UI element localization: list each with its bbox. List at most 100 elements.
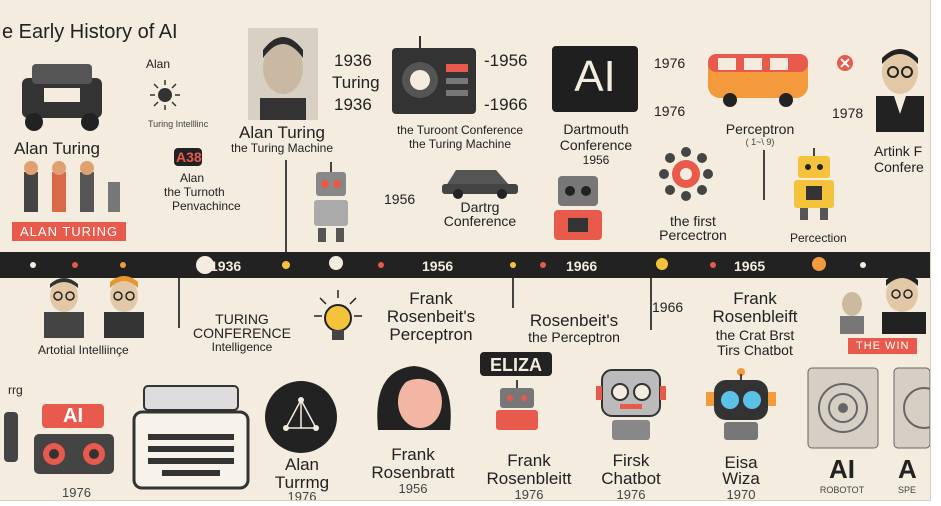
timeline-node bbox=[326, 253, 346, 273]
conference-line1: the Turoont Conference bbox=[396, 123, 524, 137]
year-1978: 1978 bbox=[832, 105, 864, 121]
connector bbox=[650, 278, 652, 330]
first-percection-1: the first bbox=[670, 213, 716, 229]
eisa-1: Eisa bbox=[724, 453, 758, 472]
alan-small: Alan bbox=[146, 57, 171, 71]
right-portrait bbox=[840, 273, 926, 334]
year-1936-a: 1936 bbox=[334, 51, 372, 70]
timeline-dot bbox=[72, 262, 78, 268]
timeline-connector bbox=[285, 160, 287, 252]
frank-rosenbleitt-1: Frank bbox=[507, 451, 551, 470]
timeline-dot bbox=[540, 262, 546, 268]
frank-rosenbleitt-2: Rosenbleitt bbox=[486, 469, 572, 488]
rosenbeit-year: 1966 bbox=[652, 299, 684, 315]
circuit-panel-icon-2 bbox=[893, 367, 930, 449]
connector-right bbox=[763, 150, 765, 200]
ai-right-sub: ROBOTOT bbox=[819, 485, 865, 495]
alan-turrmg-2: Turrmg bbox=[274, 473, 330, 492]
frank-rosenbleift-1: Frank bbox=[733, 289, 777, 308]
alan-turing-portrait bbox=[248, 28, 318, 120]
turing-conf-line1: TURING bbox=[215, 311, 269, 327]
ai-left-badge: AI bbox=[63, 405, 83, 427]
timeline-dot bbox=[510, 262, 516, 268]
timeline-bar bbox=[0, 252, 930, 278]
small-robot-icon bbox=[496, 380, 538, 430]
conference-small: Conference bbox=[443, 213, 517, 229]
turing-conf-line3: Intelligence bbox=[211, 340, 273, 354]
ai-right: AI bbox=[829, 454, 855, 484]
alan-turrmg-year: 1976 bbox=[287, 489, 317, 501]
a-right: A bbox=[898, 454, 917, 484]
eisa-2: Wiza bbox=[722, 469, 760, 488]
camera-device-icon bbox=[34, 434, 114, 474]
typewriter-icon bbox=[132, 385, 250, 490]
conference-line2: the Turing Machine bbox=[408, 137, 512, 151]
radio-computer-icon bbox=[392, 36, 476, 114]
frank-rosenbratt-year: 1956 bbox=[398, 481, 428, 496]
year-1976-top2: 1976 bbox=[654, 103, 686, 119]
left-edge-block bbox=[4, 412, 18, 462]
year-1936-b: 1936 bbox=[334, 95, 372, 114]
frank-perceptron-3: Perceptron bbox=[389, 325, 473, 344]
timeline-node bbox=[196, 256, 214, 274]
frank-perceptron-2: Rosenbeit's bbox=[386, 307, 476, 326]
chatbot-robot-icon bbox=[596, 369, 666, 440]
two-scientists-portrait bbox=[44, 276, 144, 338]
artotial-label: Artotial Intelliinçe bbox=[38, 343, 129, 357]
firsk-year: 1976 bbox=[616, 487, 646, 501]
the-win-banner: THE WIN bbox=[848, 338, 918, 354]
rosenbeit-line2: the Perceptron bbox=[528, 329, 620, 345]
firsk-1: Firsk bbox=[612, 451, 650, 470]
ai-badge-bg bbox=[552, 46, 638, 112]
robot-tv-icon bbox=[554, 176, 602, 240]
artink-line1: Artink F bbox=[874, 143, 923, 159]
alan-turoth-line2: the Turnoth bbox=[164, 185, 225, 199]
rosenbeit-line1: Rosenbeit's bbox=[529, 311, 619, 330]
woman-portrait bbox=[377, 366, 451, 430]
eisa-year: 1970 bbox=[726, 487, 756, 501]
robot-icon bbox=[314, 162, 348, 242]
eliza-badge: ELIZA bbox=[490, 355, 542, 375]
timeline-dot bbox=[710, 262, 716, 268]
firsk-2: Chatbot bbox=[601, 469, 661, 488]
timeline-year-1936: 1936 bbox=[210, 258, 242, 274]
car-icon bbox=[442, 170, 518, 199]
timeline-node bbox=[812, 257, 826, 271]
ai-left-bg bbox=[42, 404, 104, 428]
alan-turrmg-1: Alan bbox=[284, 455, 320, 474]
man-glasses-portrait bbox=[876, 49, 924, 132]
history-poster: e Early History of AI Alan Turing ALAN T… bbox=[0, 0, 931, 501]
year-1956-small: 1956 bbox=[384, 191, 416, 207]
frank-rosenbleitt-year: 1976 bbox=[514, 487, 544, 501]
lightbulb-icon bbox=[314, 290, 362, 340]
turing-conf-line2: CONFERENCE bbox=[192, 325, 291, 341]
timeline-dot bbox=[860, 262, 866, 268]
dartmouth-year: 1956 bbox=[582, 153, 610, 167]
turing-word: Turing bbox=[332, 73, 380, 92]
timeline-dot bbox=[120, 262, 126, 268]
frank-rosenbratt-1: Frank bbox=[391, 445, 435, 464]
a-right-sub: SPE bbox=[898, 485, 917, 495]
year-1966-dash: -1966 bbox=[484, 95, 528, 114]
frank-perceptron-1: Frank bbox=[409, 289, 453, 308]
alan-turing-banner: ALAN TURING bbox=[12, 222, 127, 241]
alan-turoth-line1: Alan bbox=[180, 171, 205, 185]
dartrg-label: Dartrg bbox=[460, 199, 500, 215]
perceptron-sub: ( 1~\ 9) bbox=[745, 137, 775, 147]
perceptron-top: Perceptron bbox=[725, 121, 795, 137]
frank-rosenbleift-4: Tirs Chatbot bbox=[717, 342, 793, 358]
year-1956-dash: -1956 bbox=[484, 51, 528, 70]
poster-title: e Early History of AI bbox=[2, 21, 178, 43]
alan-turoth-line3: Penvachince bbox=[172, 199, 241, 213]
timeline-year-1956: 1956 bbox=[422, 258, 454, 274]
blue-eyed-robot-icon bbox=[706, 368, 776, 440]
frank-rosenbleift-3: the Crat Brst bbox=[715, 327, 795, 343]
connector bbox=[512, 278, 514, 308]
gear-icon bbox=[659, 147, 713, 201]
circuit-panel-icon bbox=[807, 367, 879, 449]
machine-icon bbox=[22, 64, 102, 131]
bus-icon bbox=[708, 54, 808, 107]
red-x-icon bbox=[837, 55, 853, 71]
alan-turing-left: Alan Turing bbox=[14, 139, 100, 158]
alan-turing-center: Alan Turing bbox=[239, 123, 325, 142]
